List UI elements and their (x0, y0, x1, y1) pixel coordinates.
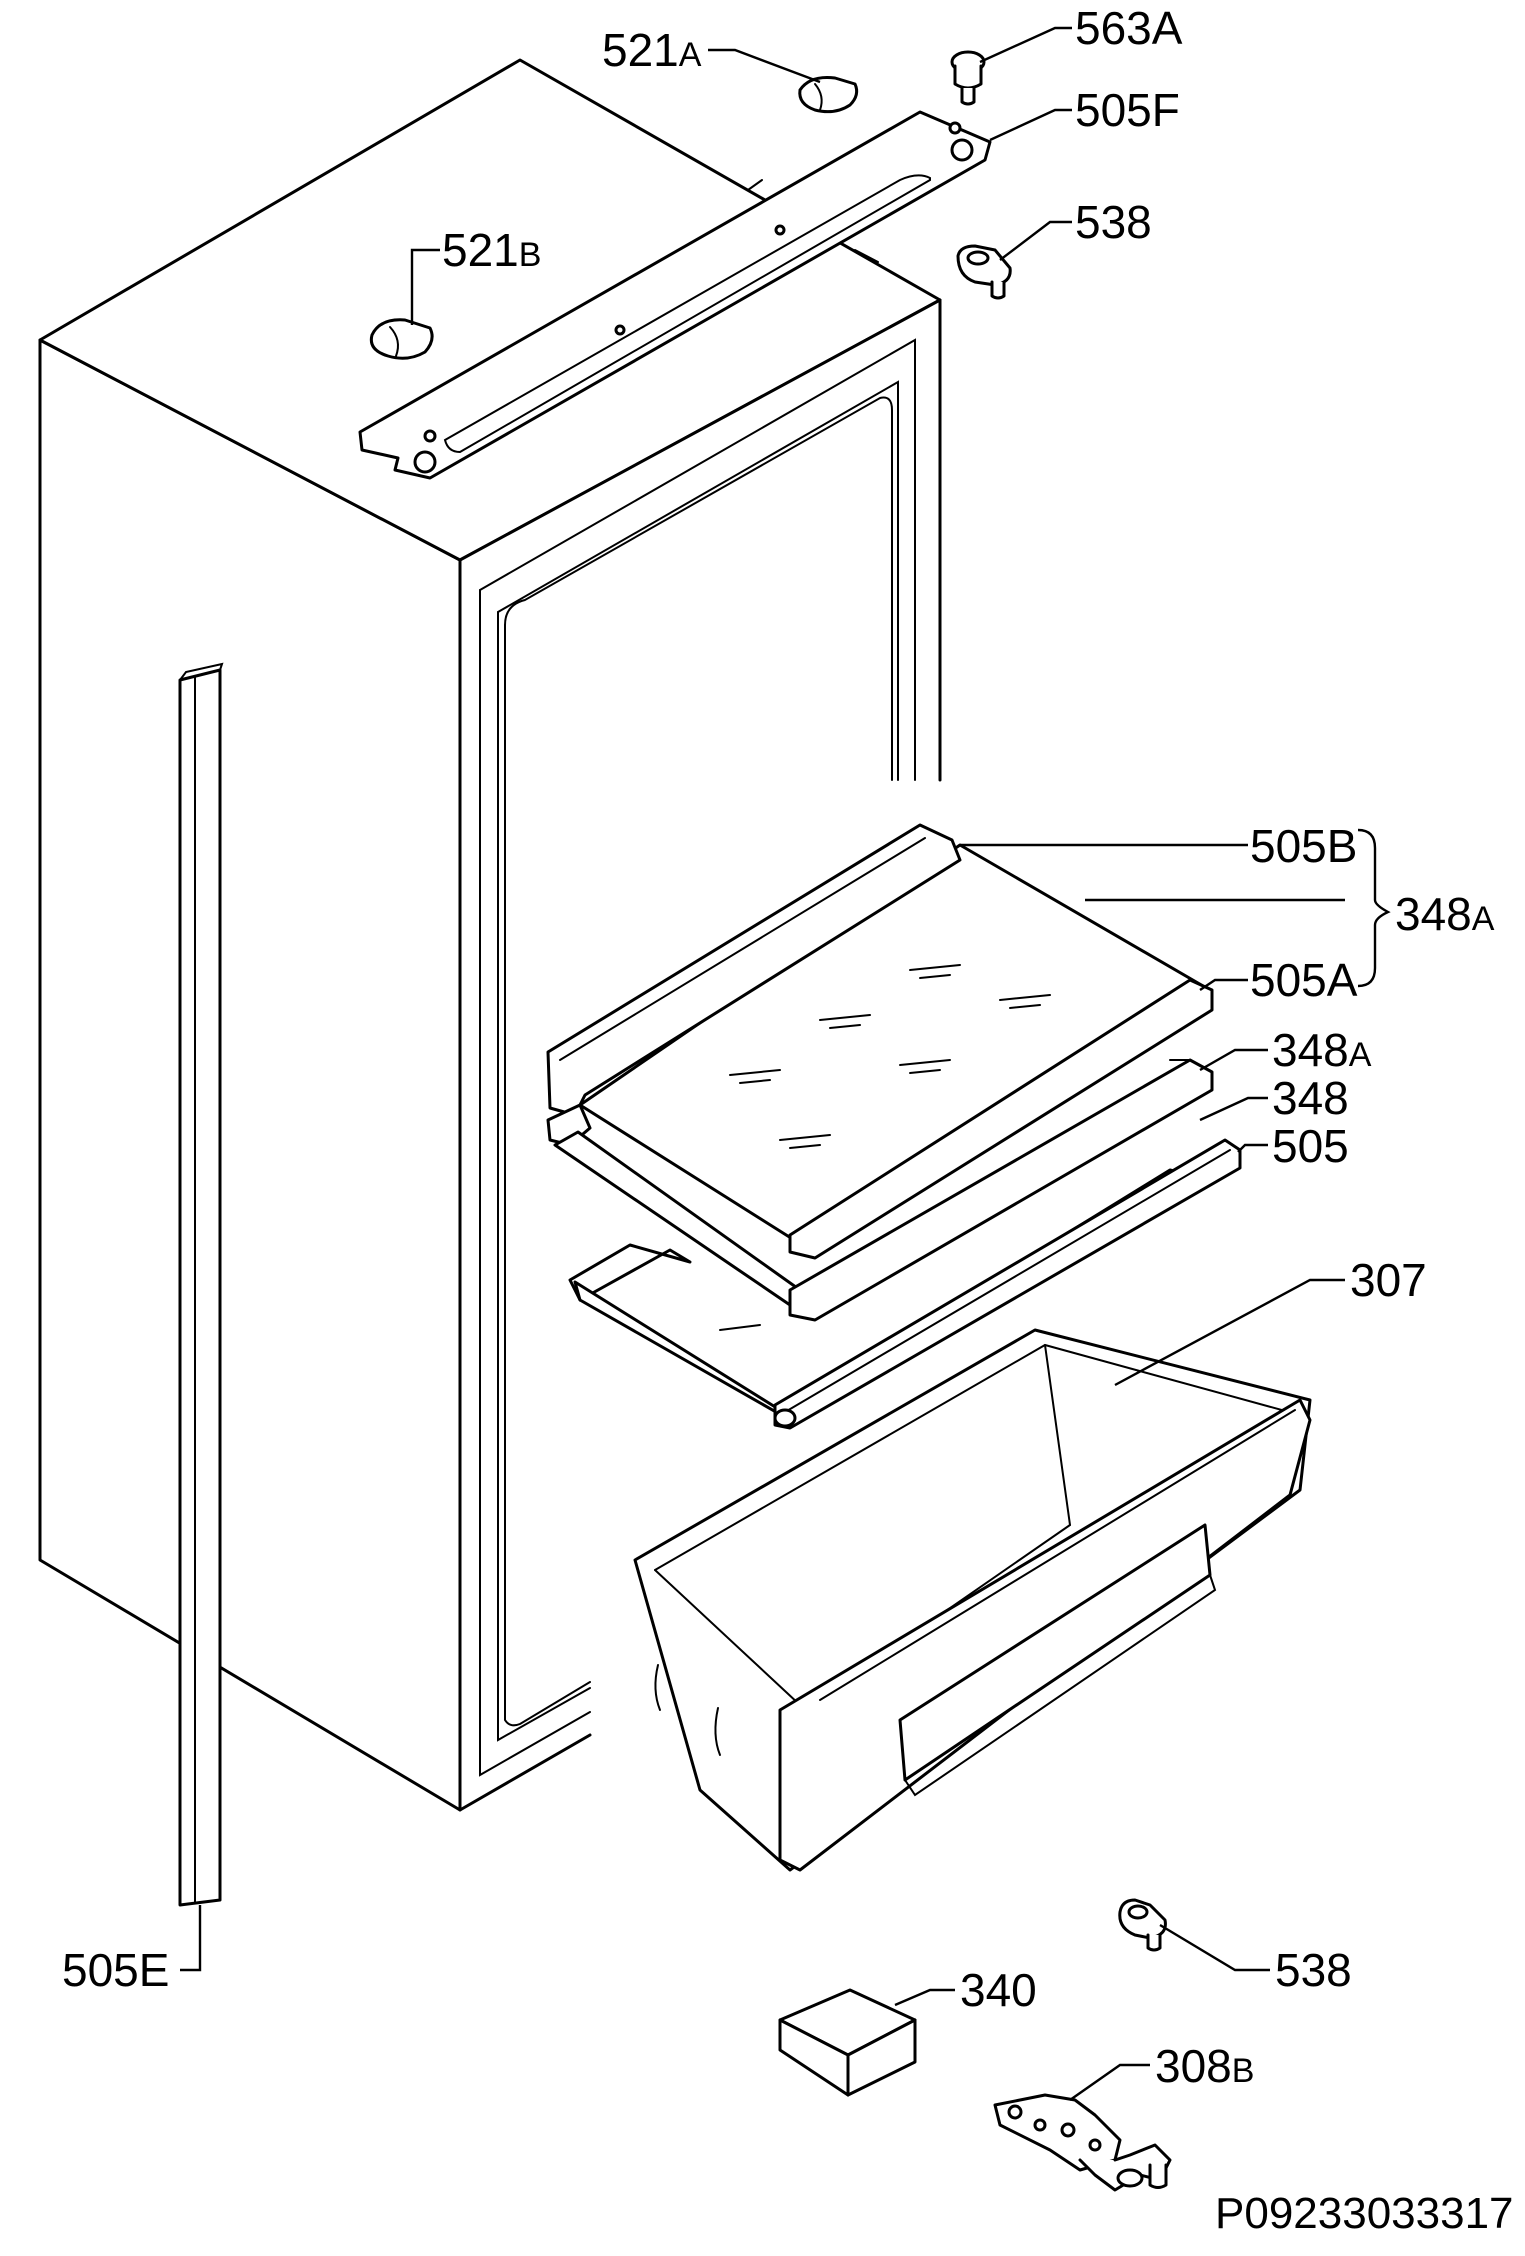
label-348: 348 (1272, 1072, 1349, 1124)
label-340: 340 (960, 1964, 1037, 2016)
label-308b: 308B (1155, 2040, 1254, 2092)
label-505: 505 (1272, 1120, 1349, 1172)
pin-563a (950, 50, 986, 106)
cabinet (38, 58, 942, 1812)
hinge-538-bottom (1118, 1898, 1167, 1952)
label-348a: 348A (1272, 1024, 1372, 1076)
strip-505 (773, 1138, 1242, 1430)
hinge-bracket-308b (993, 2093, 1172, 2192)
label-307: 307 (1350, 1254, 1427, 1306)
cap-521b (369, 318, 434, 360)
label-505b: 505B (1250, 820, 1357, 872)
label-521b: 521B (442, 224, 541, 276)
label-563a: 563A (1075, 2, 1183, 54)
hinge-538-top (956, 244, 1012, 300)
label-521a: 521A (602, 24, 702, 76)
label-505e: 505E (62, 1944, 169, 1996)
cap-521a (798, 76, 859, 114)
glass-shelf-348a-top (546, 823, 1214, 1260)
label-538-top: 538 (1075, 196, 1152, 248)
hinge-plate-505f (358, 110, 992, 480)
box-340 (778, 1988, 917, 2097)
leader-lines (180, 26, 1391, 2101)
shelf-348a-middle (546, 1058, 1214, 1322)
label-505a: 505A (1250, 954, 1358, 1006)
door-seal-strip-505e (178, 662, 224, 1907)
part-labels: 521A 563A 505F 538 521B 505B 348A 505A 3… (62, 2, 1495, 2092)
drawing-code: P09233033317 (1215, 2189, 1514, 2238)
crisper-drawer-307 (633, 1328, 1312, 1872)
label-505f: 505F (1075, 84, 1180, 136)
label-348a-group: 348A (1395, 888, 1495, 940)
label-538-bottom: 538 (1275, 1944, 1352, 1996)
